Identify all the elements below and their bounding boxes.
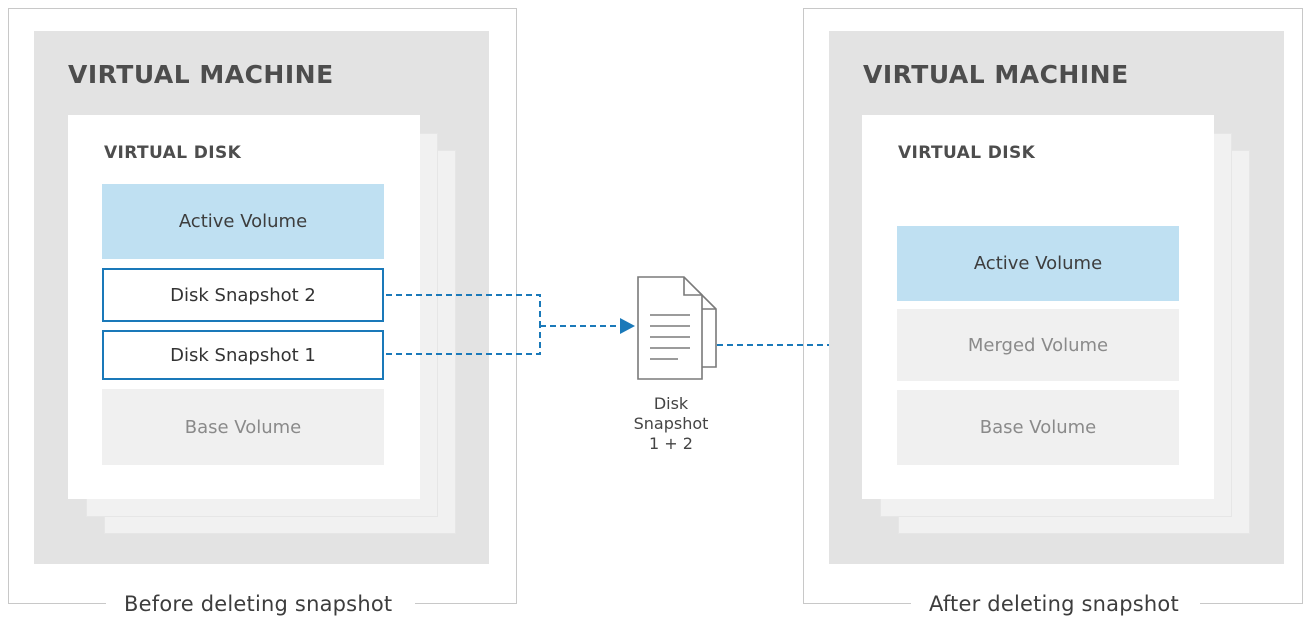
after-caption: After deleting snapshot — [911, 591, 1197, 617]
before-active-volume: Active Volume — [102, 184, 384, 259]
before-base-volume: Base Volume — [102, 389, 384, 465]
merged-snapshot-label-line2: Snapshot — [633, 414, 709, 433]
after-vm-title: VIRTUAL MACHINE — [863, 60, 1129, 89]
merged-snapshot-label: Disk Snapshot 1 + 2 — [611, 394, 731, 454]
before-frame-bottom-left — [8, 603, 118, 604]
disk-snapshot-1: Disk Snapshot 1 — [102, 330, 384, 380]
before-outer-frame — [8, 8, 517, 604]
after-active-volume: Active Volume — [897, 226, 1179, 301]
after-frame-bottom-right — [1200, 603, 1303, 604]
merged-snapshot-label-line3: 1 + 2 — [649, 434, 693, 453]
document-stack-icon — [637, 276, 717, 380]
after-outer-frame — [803, 8, 1303, 604]
before-frame-bottom-right — [415, 603, 517, 604]
after-frame-bottom-left — [803, 603, 913, 604]
snapshot-2-connector — [386, 294, 541, 327]
snapshot-1-connector — [386, 327, 541, 355]
merge-arrowhead — [620, 318, 635, 334]
disk-snapshot-2: Disk Snapshot 2 — [102, 268, 384, 322]
after-merged-volume: Merged Volume — [897, 309, 1179, 381]
after-disk-title: VIRTUAL DISK — [898, 143, 1036, 163]
before-vm-title: VIRTUAL MACHINE — [68, 60, 334, 89]
merged-snapshot-label-line1: Disk — [653, 394, 689, 413]
after-base-volume: Base Volume — [897, 390, 1179, 465]
before-caption: Before deleting snapshot — [106, 591, 411, 617]
before-disk-title: VIRTUAL DISK — [104, 143, 242, 163]
